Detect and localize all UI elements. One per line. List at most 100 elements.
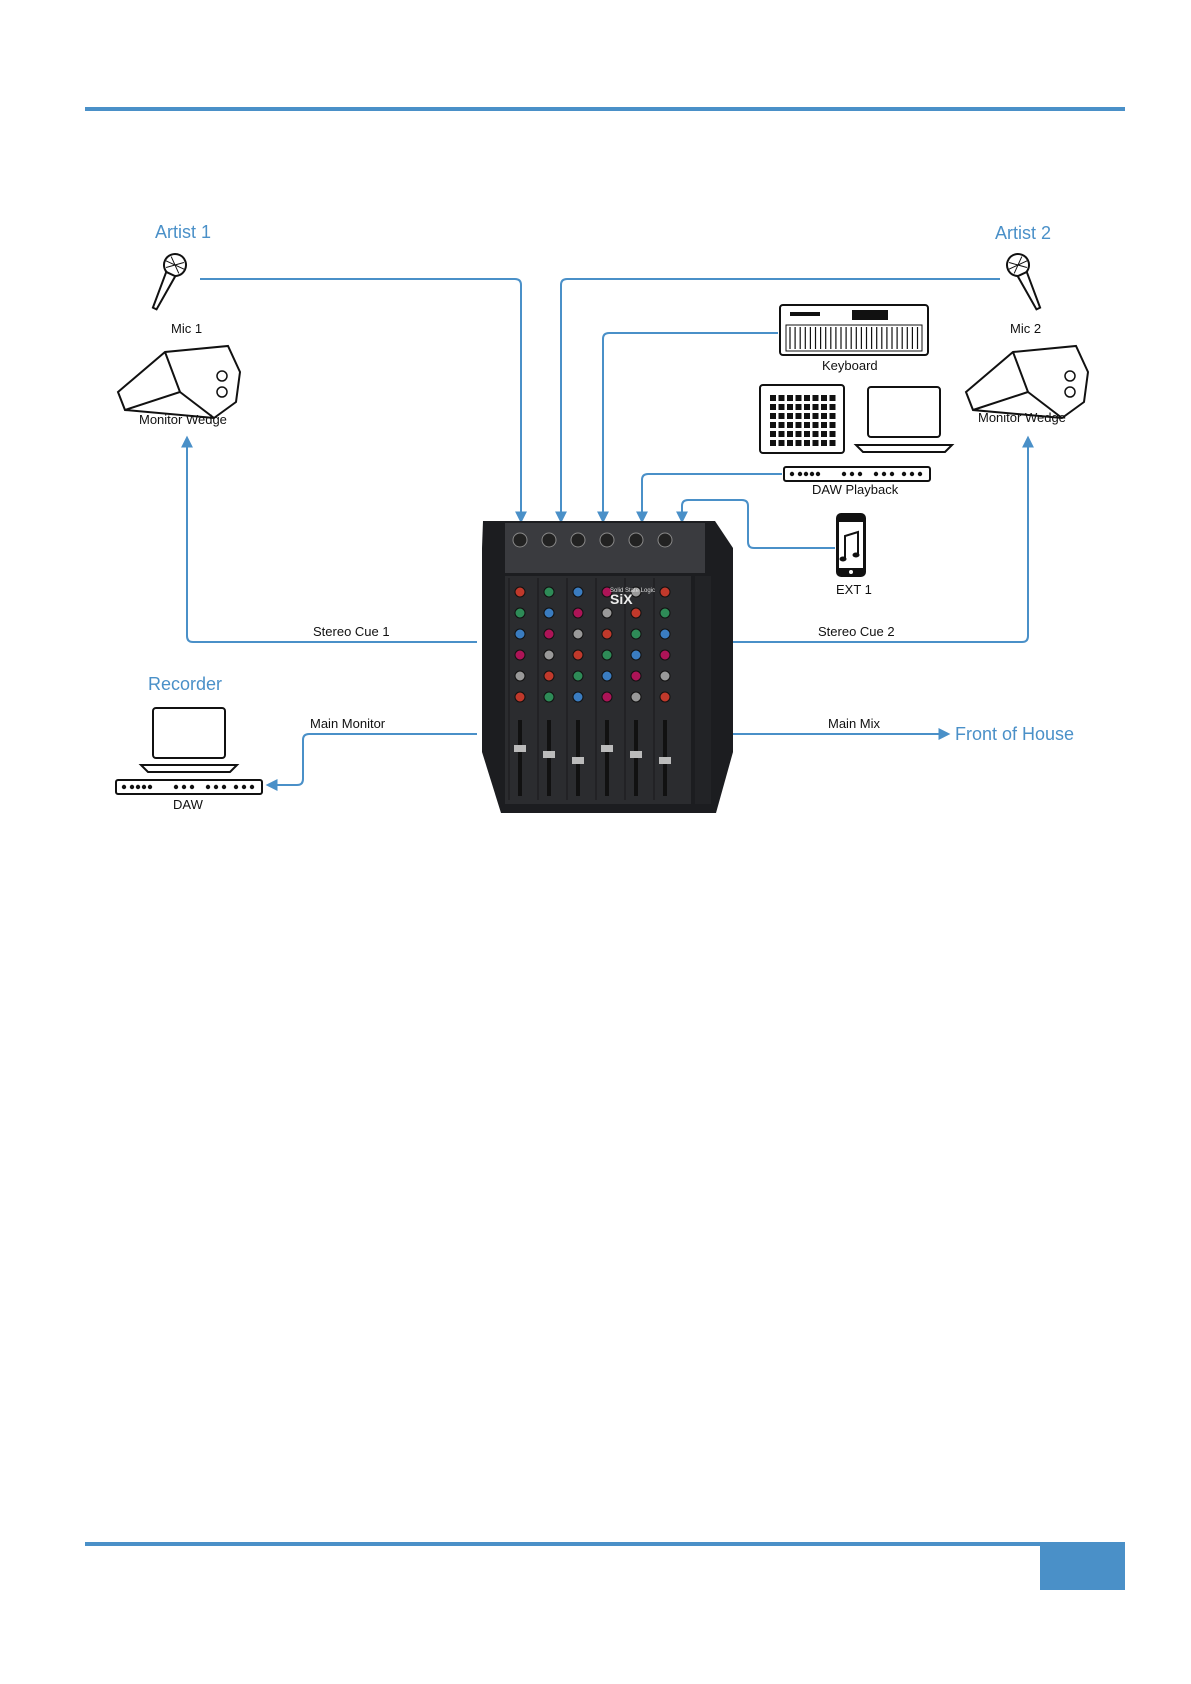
pad-button bbox=[770, 422, 776, 428]
recorder-label: Recorder bbox=[148, 674, 222, 694]
pad-button bbox=[787, 404, 793, 410]
mixer-knob bbox=[631, 629, 641, 639]
front-of-house-label: Front of House bbox=[955, 724, 1074, 744]
pad-button bbox=[787, 395, 793, 401]
interface-jack bbox=[918, 472, 922, 476]
pad-button bbox=[804, 395, 810, 401]
pad-button bbox=[830, 395, 836, 401]
pad-button bbox=[787, 431, 793, 437]
pad-button bbox=[779, 395, 785, 401]
monitor-wedge-right-label: Monitor Wedge bbox=[978, 410, 1066, 425]
pad-button bbox=[813, 395, 819, 401]
interface-jack bbox=[190, 785, 194, 789]
mixer-knob bbox=[573, 650, 583, 660]
pad-button bbox=[804, 404, 810, 410]
mixer-knob bbox=[602, 692, 612, 702]
mixer-knob bbox=[602, 650, 612, 660]
daw-playback-label: DAW Playback bbox=[812, 482, 899, 497]
mixer-input-jack bbox=[658, 533, 672, 547]
interface-jack bbox=[874, 472, 878, 476]
daw-interface-icon bbox=[116, 780, 262, 794]
mixer-fader-cap bbox=[659, 757, 671, 764]
interface-jack bbox=[902, 472, 906, 476]
main-monitor-label: Main Monitor bbox=[310, 716, 386, 731]
keyboard-label: Keyboard bbox=[822, 358, 878, 373]
pad-button bbox=[804, 413, 810, 419]
interface-jack bbox=[250, 785, 254, 789]
interface-jack bbox=[136, 785, 140, 789]
interface-jack bbox=[214, 785, 218, 789]
page-number-box bbox=[1040, 1542, 1125, 1590]
interface-jack bbox=[234, 785, 238, 789]
mixer-fader-cap bbox=[514, 745, 526, 752]
pad-button bbox=[821, 395, 827, 401]
stereo-cue-2-label: Stereo Cue 2 bbox=[818, 624, 895, 639]
mixer-knob bbox=[515, 608, 525, 618]
mixer-fader-slot bbox=[518, 720, 522, 796]
pad-button bbox=[779, 404, 785, 410]
pad-button bbox=[821, 431, 827, 437]
pad-button bbox=[813, 404, 819, 410]
mixer-knob bbox=[660, 608, 670, 618]
pad-button bbox=[813, 440, 819, 446]
mixer-input-jack bbox=[513, 533, 527, 547]
interface-jack bbox=[798, 472, 802, 476]
mixer-knob bbox=[515, 692, 525, 702]
pad-button bbox=[779, 440, 785, 446]
mixer-fader-slot bbox=[605, 720, 609, 796]
pad-button bbox=[796, 413, 802, 419]
mixer-knob bbox=[544, 629, 554, 639]
monitor-wedge-right-icon bbox=[966, 346, 1088, 418]
mixer-knob bbox=[573, 608, 583, 618]
interface-jack bbox=[142, 785, 146, 789]
artist-2-label: Artist 2 bbox=[995, 223, 1051, 243]
wire-mic1-to-mixer bbox=[200, 279, 521, 521]
pad-button bbox=[821, 413, 827, 419]
pad-button bbox=[813, 413, 819, 419]
wire-daw-playback-to-mixer bbox=[642, 474, 782, 521]
interface-jack bbox=[804, 472, 808, 476]
laptop-playback-icon bbox=[856, 387, 952, 452]
interface-jack bbox=[910, 472, 914, 476]
mixer-input-jack bbox=[600, 533, 614, 547]
pad-button bbox=[770, 413, 776, 419]
interface-jack bbox=[130, 785, 134, 789]
pad-button bbox=[830, 422, 836, 428]
mixer-model-text: SiX bbox=[610, 591, 633, 607]
mixer-fader-cap bbox=[543, 751, 555, 758]
monitor-wedge-left-icon bbox=[118, 346, 240, 418]
pad-button bbox=[787, 413, 793, 419]
mixer-knob bbox=[631, 671, 641, 681]
pad-button bbox=[779, 431, 785, 437]
pad-button bbox=[804, 431, 810, 437]
interface-jack bbox=[858, 472, 862, 476]
pad-button bbox=[796, 431, 802, 437]
keyboard-icon bbox=[780, 305, 928, 355]
pad-button bbox=[813, 431, 819, 437]
mixer-fader-cap bbox=[630, 751, 642, 758]
ext1-label: EXT 1 bbox=[836, 582, 872, 597]
pad-button bbox=[796, 404, 802, 410]
daw-label: DAW bbox=[173, 797, 204, 812]
mixer-input-jack bbox=[571, 533, 585, 547]
pad-button bbox=[830, 431, 836, 437]
pad-button bbox=[821, 404, 827, 410]
interface-jack bbox=[222, 785, 226, 789]
interface-jack bbox=[850, 472, 854, 476]
pad-button bbox=[821, 440, 827, 446]
artist-1-label: Artist 1 bbox=[155, 222, 211, 242]
mixer-input-jack bbox=[542, 533, 556, 547]
pad-button bbox=[830, 440, 836, 446]
pad-button bbox=[779, 413, 785, 419]
pad-button bbox=[770, 431, 776, 437]
pad-button bbox=[830, 413, 836, 419]
pad-button bbox=[770, 404, 776, 410]
mixer-fader-cap bbox=[572, 757, 584, 764]
interface-jack bbox=[182, 785, 186, 789]
main-mix-label: Main Mix bbox=[828, 716, 881, 731]
interface-jack bbox=[790, 472, 794, 476]
mixer-knob bbox=[544, 650, 554, 660]
mixer-knob bbox=[515, 629, 525, 639]
pad-button bbox=[813, 422, 819, 428]
daw-playback-interface-icon bbox=[784, 467, 930, 481]
